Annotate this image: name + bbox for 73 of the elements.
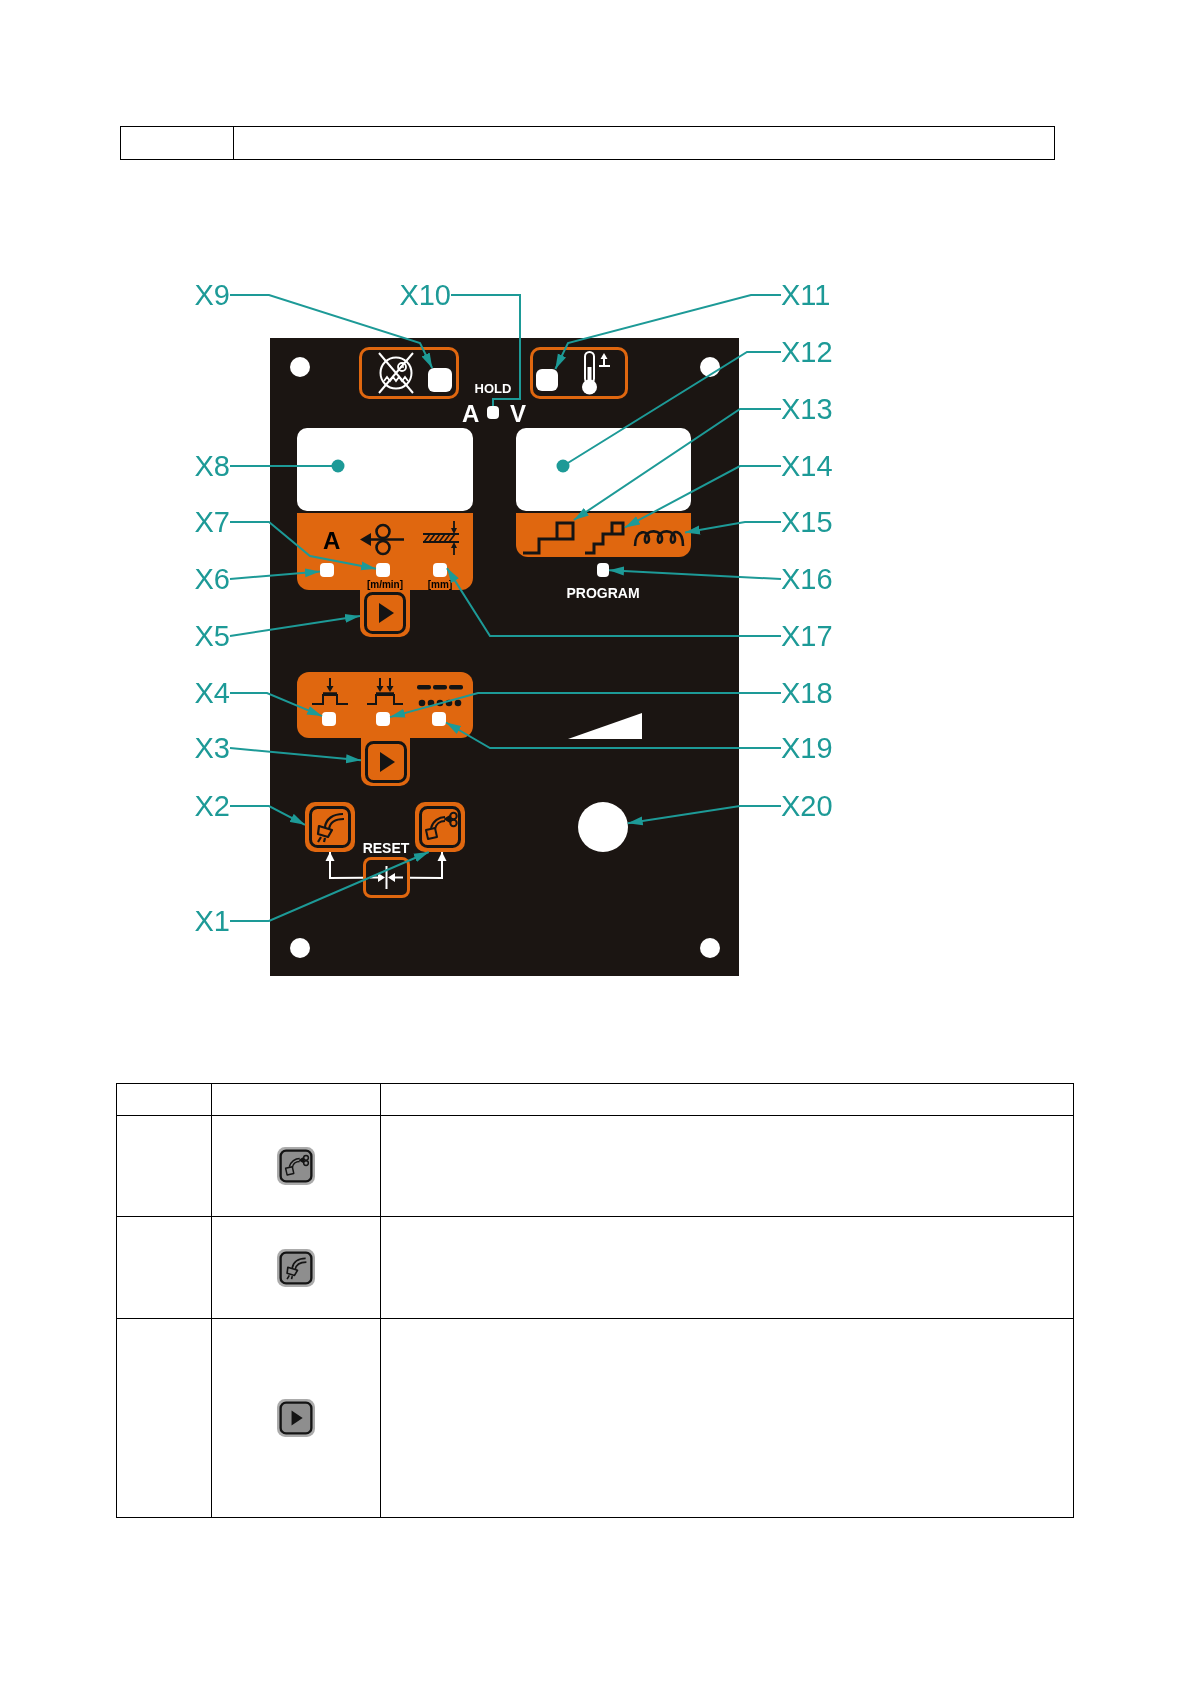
indicator-light: [536, 369, 558, 391]
leader-line: [608, 566, 782, 580]
unit-symbol: A: [462, 402, 480, 426]
callout-label: X17: [781, 621, 833, 651]
knob: [578, 802, 628, 852]
program-label: PROGRAM: [566, 586, 640, 600]
indicator-band: [516, 513, 691, 557]
callout-label: X10: [399, 280, 451, 310]
callout-label: X13: [781, 394, 833, 424]
indicator-light: [433, 563, 447, 577]
leader-line: [445, 721, 782, 749]
step-icon: [523, 520, 575, 555]
leader-line: [572, 408, 782, 521]
callout-label: X14: [781, 451, 833, 481]
unit-label: [m/min]: [366, 580, 404, 590]
indicator-light: [376, 563, 390, 577]
arrow: [325, 851, 364, 879]
indicator-light: [322, 712, 336, 726]
callout-label: X1: [194, 906, 230, 936]
leader-line: [229, 459, 345, 473]
callout-label: X6: [194, 564, 230, 594]
hold-label: HOLD: [474, 382, 512, 395]
callout-label: X11: [781, 280, 831, 310]
arrow: [409, 851, 447, 879]
leader-line: [229, 294, 434, 369]
callout-label: X19: [781, 733, 833, 763]
leader-line: [450, 294, 521, 407]
leader-line: [626, 805, 782, 826]
unit-label: [mm]: [427, 580, 453, 590]
leader-line: [684, 521, 782, 535]
indicator-light: [432, 712, 446, 726]
leader-line: [556, 351, 782, 473]
callout-label: X16: [781, 564, 833, 594]
unit-symbol: A: [323, 529, 341, 553]
indicator-frame: [359, 347, 459, 399]
indicator-light: [376, 712, 390, 726]
indicator-light: [487, 406, 499, 419]
leader-line: [229, 851, 430, 922]
callout-label: X18: [781, 678, 833, 708]
indicator-frame: [530, 347, 628, 399]
indicator-band: [297, 672, 473, 738]
callout-label: X9: [194, 280, 230, 310]
leader-line: [446, 567, 782, 637]
indicator-light: [597, 563, 609, 577]
callout-label: X4: [194, 678, 230, 708]
callout-label: X2: [194, 791, 230, 821]
control-panel: [270, 338, 739, 976]
coil-icon: [633, 527, 685, 546]
leader-line: [624, 465, 782, 529]
callout-label: X8: [194, 451, 230, 481]
leader-line: [554, 294, 782, 370]
display-screen: [516, 428, 691, 511]
indicator-light: [428, 368, 452, 392]
leader-line: [229, 805, 306, 826]
callout-label: X7: [194, 507, 230, 537]
leader-line: [229, 613, 361, 637]
display-screen: [297, 428, 473, 511]
callout-label: X15: [781, 507, 833, 537]
indicator-band: [297, 513, 473, 590]
leader-line: [229, 692, 323, 718]
leader-line: [229, 747, 362, 764]
indicator-light: [320, 563, 334, 577]
callout-label: X5: [194, 621, 230, 651]
callout-label: X20: [781, 791, 833, 821]
leader-line: [229, 521, 377, 571]
reset-label: RESET: [362, 841, 410, 855]
multi-step-icon: [585, 520, 625, 555]
callout-label: X3: [194, 733, 230, 763]
callout-label: X12: [781, 337, 833, 367]
leader-line: [229, 568, 321, 580]
unit-symbol: V: [510, 402, 526, 426]
reset-button: [363, 857, 410, 898]
leader-line: [389, 692, 782, 719]
